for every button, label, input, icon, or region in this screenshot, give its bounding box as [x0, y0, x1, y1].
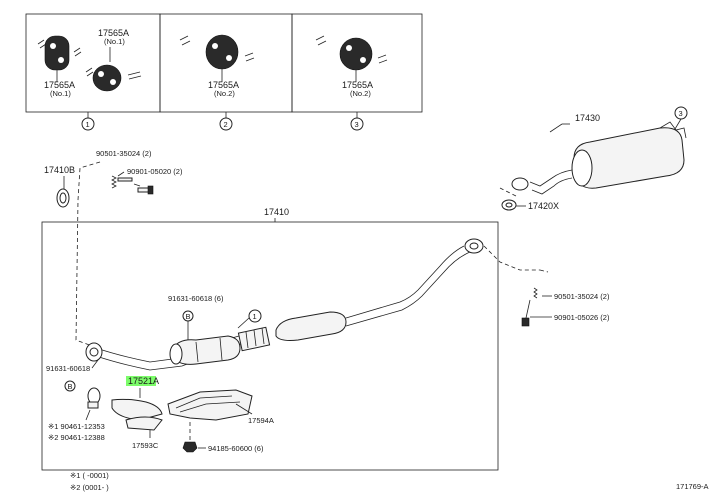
highlight-marker: [126, 376, 156, 386]
panel-1-ref-circle: [81, 117, 95, 131]
callout-b1-letter: B: [186, 312, 191, 321]
heat-shield-group[interactable]: 17594A 17593C: [125, 389, 274, 450]
highlight-part-code: 17521A: [128, 376, 159, 386]
panel-1-part-code-b: 17565A: [98, 28, 129, 38]
panel-2[interactable]: 17565A (No.2): [179, 34, 255, 98]
panel-3-part-code: 17565A: [342, 80, 373, 90]
panel-1-part-sub-b: (No.1): [104, 37, 125, 46]
muffler-gasket: [501, 199, 517, 211]
panel-3[interactable]: 17565A (No.2): [315, 35, 388, 98]
pipe-assembly-code: 17410: [264, 207, 289, 217]
heat-shield-lower-code: 17593C: [132, 441, 159, 450]
front-exhaust-pipe[interactable]: [85, 238, 549, 371]
spring-bolt-icon: [525, 287, 538, 319]
clip-icon: [87, 387, 101, 409]
bolt-right-2-code: 90901-05026 (2): [554, 313, 610, 322]
callout-b2-letter: B: [68, 382, 73, 391]
panel-2-ref-number: 2: [224, 120, 228, 129]
top-bolts-group[interactable]: 90501-35024 (2) 90901-05020 (2): [75, 149, 183, 347]
heat-insulator-icon: [111, 398, 163, 421]
clip-1-code: ※1 90461-12353: [48, 422, 105, 431]
footnote-1: ※1 ( -0001): [70, 471, 109, 480]
heat-shield-icon: [167, 389, 253, 421]
panel-1-ref-number: 1: [86, 120, 90, 129]
bolt-icon: [521, 317, 530, 327]
highlighted-part-17521A[interactable]: 17521A: [111, 376, 163, 421]
muffler-flange: [511, 177, 529, 191]
bolt-left-code: 91631-60618: [46, 364, 90, 373]
flex-joint: [237, 326, 271, 352]
nut-code: 94185-60600 (6): [208, 444, 264, 453]
bolt-top-2-code: 90901-05020 (2): [127, 167, 183, 176]
pipe-assembly-frame: [41, 221, 499, 471]
muffler-ref-number: 3: [679, 109, 683, 118]
panel-3-part-sub: (No.2): [350, 89, 371, 98]
callout-b2-circle: [64, 380, 76, 392]
rubber-hanger-icon: [205, 34, 239, 70]
center-resonator: [275, 311, 347, 341]
watermark-dot-icon: [615, 462, 629, 476]
bolt-right-1-code: 90501-35024 (2): [554, 292, 610, 301]
panel-1-part-sub-a: (No.1): [50, 89, 71, 98]
lower-heat-shield-icon: [125, 416, 163, 431]
gasket-left-code: 17410B: [44, 165, 75, 175]
spring-bolt-icon: [111, 175, 133, 189]
rubber-hanger-icon: [92, 64, 122, 92]
panel-2-ref-circle: [219, 117, 233, 131]
rear-muffler-group[interactable]: 17430 3 17420X: [499, 106, 688, 211]
muffler-body: [571, 121, 687, 189]
nut-group[interactable]: 94185-60600 (6): [182, 422, 264, 453]
panel-2-part-sub: (No.2): [214, 89, 235, 98]
footnote-2: ※2 (0001- ): [70, 483, 109, 492]
clip-2-code: ※2 90461-12388: [48, 433, 105, 442]
watermark-text: Avito: [644, 456, 698, 481]
panel-1-part-code-a: 17565A: [44, 80, 75, 90]
rubber-hanger-icon: [44, 35, 70, 71]
watermark-dot-icon: [630, 454, 638, 462]
catalytic-converter: [169, 335, 241, 365]
heat-shield-code: 17594A: [248, 416, 274, 425]
hanger-ref-number: 1: [253, 312, 257, 321]
left-gasket-group[interactable]: 17410B: [44, 165, 75, 208]
bolt-top-1-code: 90501-35024 (2): [96, 149, 152, 158]
panel-1[interactable]: 17565A (No.1) 17565A (No.1): [37, 28, 142, 98]
panel-3-ref-number: 3: [355, 120, 359, 129]
muffler-part-code: 17430: [575, 113, 600, 123]
panel-3-ref-circle: [350, 117, 364, 131]
nut-icon: [182, 441, 198, 453]
muffler-gasket-code: 17420X: [528, 201, 559, 211]
diagram-id: 171769-A: [676, 482, 709, 491]
bolt-mid-code: 91631-60618 (6): [168, 294, 224, 303]
panel-2-part-code: 17565A: [208, 80, 239, 90]
hanger-panels: 17565A (No.1) 17565A (No.1) 17565A (No.2…: [25, 13, 423, 131]
rubber-hanger-icon: [339, 37, 373, 71]
hanger-ref-circle: [248, 309, 262, 323]
bolt-icon: [137, 185, 154, 195]
gasket-ring-icon: [56, 188, 70, 208]
avito-watermark: Avito: [615, 454, 698, 481]
clip-group[interactable]: ※1 90461-12353 ※2 90461-12388: [48, 387, 105, 442]
right-bolts-group[interactable]: 90501-35024 (2) 90901-05026 (2): [521, 287, 610, 327]
